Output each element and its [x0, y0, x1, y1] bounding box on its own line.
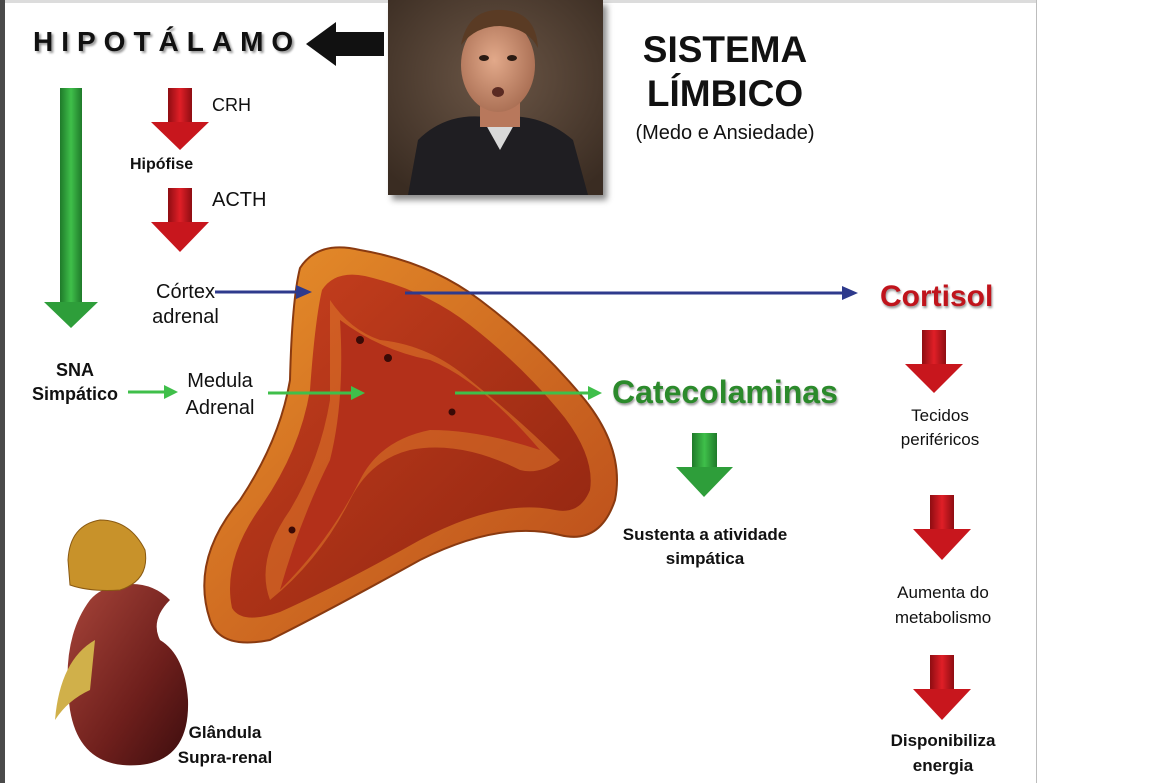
- kidney-illustration: [55, 519, 189, 766]
- cortisol-down-red-arrow-3: [913, 655, 971, 720]
- disponibiliza-line2: energia: [912, 756, 974, 775]
- aumenta-line2: metabolismo: [894, 608, 992, 627]
- medula-to-catecolaminas-green-arrow: [455, 386, 602, 400]
- cortisol-down-red-arrow-2: [913, 495, 971, 560]
- cortex-adrenal-label: Córtex adrenal: [138, 280, 233, 330]
- crh-red-arrow: [151, 88, 209, 150]
- hipofise-label: Hipófise: [130, 156, 194, 173]
- sna-line1: SNA: [55, 360, 94, 380]
- medula-adrenal-label: Medula Adrenal: [180, 368, 260, 422]
- hipotalamo-label: HIPOTÁLAMO: [33, 26, 302, 57]
- tecidos-line2: periféricos: [900, 430, 980, 449]
- glandula-supra-renal-label: Glândula Supra-renal: [160, 720, 290, 770]
- crh-label: CRH: [212, 95, 251, 115]
- adrenal-gland-illustration: [203, 246, 618, 644]
- sustenta-line2: simpática: [665, 549, 745, 568]
- limbic-to-hypothalamus-arrow: [306, 22, 384, 66]
- sna-line2: Simpático: [31, 384, 119, 404]
- sistema-limbico-title: SISTEMA LÍMBICO: [600, 28, 850, 116]
- glandula-line1: Glândula: [188, 723, 262, 742]
- acth-label: ACTH: [212, 189, 267, 211]
- medula-green-arrow: [268, 386, 365, 400]
- medula-line2: Adrenal: [185, 397, 255, 419]
- catecolaminas-down-green-arrow: [676, 433, 733, 497]
- glandula-line2: Supra-renal: [177, 748, 273, 767]
- disponibiliza-line1: Disponibiliza: [890, 731, 996, 750]
- acth-red-arrow: [151, 188, 209, 252]
- medo-ansiedade-subtitle: (Medo e Ansiedade): [635, 122, 815, 144]
- cortex-to-cortisol-blue-arrow: [405, 286, 858, 300]
- slide-right-border: [1036, 0, 1037, 783]
- disponibiliza-energia-label: Disponibiliza energia: [868, 728, 1018, 778]
- tecidos-perifericos-label: Tecidos periféricos: [880, 404, 1000, 452]
- sistema-line2: LÍMBICO: [646, 73, 804, 114]
- frightened-man-photo: [388, 0, 603, 195]
- sustenta-line1: Sustenta a atividade: [622, 525, 788, 544]
- slide-left-border: [0, 0, 5, 783]
- aumenta-line1: Aumenta do: [897, 583, 989, 602]
- cortex-line1: Córtex: [156, 281, 215, 303]
- hypothalamus-to-sna-green-arrow: [44, 88, 98, 328]
- cortisol-label: Cortisol: [880, 280, 994, 313]
- aumenta-metabolismo-label: Aumenta do metabolismo: [868, 580, 1018, 630]
- sna-simpatico-label: SNA Simpático: [15, 358, 135, 406]
- tecidos-line1: Tecidos: [911, 406, 969, 425]
- cortex-line2: adrenal: [152, 306, 219, 328]
- sistema-line1: SISTEMA: [642, 29, 808, 70]
- catecolaminas-label: Catecolaminas: [612, 374, 838, 410]
- medula-line1: Medula: [187, 370, 253, 392]
- sustenta-atividade-label: Sustenta a atividade simpática: [610, 523, 800, 571]
- sna-to-medula-green-arrow: [128, 385, 178, 399]
- cortisol-down-red-arrow-1: [905, 330, 963, 393]
- cortex-blue-arrow: [215, 285, 312, 299]
